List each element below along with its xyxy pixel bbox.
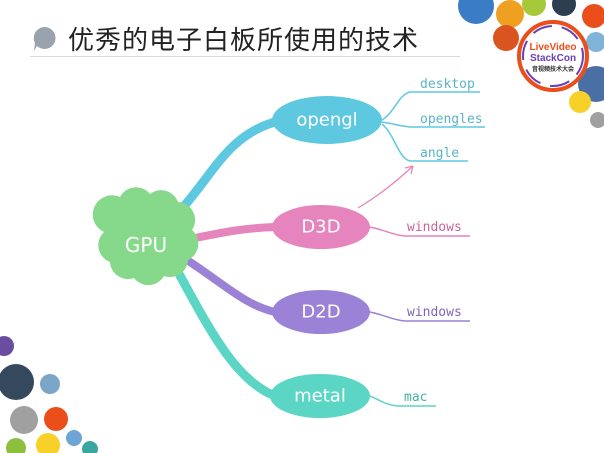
decor-circle [6,438,26,453]
branch-node-opengl: opengl [272,96,382,144]
connector-d2d [186,258,279,316]
logo-ring [517,20,589,92]
decor-circle [522,0,546,16]
leaf-connector [369,226,470,237]
connector-d3d [191,223,279,242]
branch-node-d3d: D3D [272,205,370,249]
root-cloud-shape [92,187,199,286]
decor-circle [40,374,60,394]
decor-circle [458,0,494,24]
decor-circle [66,430,82,446]
decor-circle [0,364,34,400]
decor-circle [44,407,68,431]
branch-label-metal: metal [294,386,346,407]
branch-node-metal: metal [270,374,370,418]
leaf-connector [369,395,436,407]
decor-circle [496,0,524,28]
leaf-connector [381,91,480,121]
leaf-connector [369,311,470,322]
leaf-windows-d2d: windows [407,305,462,320]
title-bullet-icon [33,26,56,51]
relation-arrow [357,165,414,209]
root-node: GPU [92,187,199,286]
branch-label-d2d: D2D [301,302,340,323]
page-title: 优秀的电子白板所使用的技术 [68,26,420,56]
leaf-connector [381,123,468,162]
decor-circle [0,336,14,356]
title-divider [30,56,460,57]
leaf-desktop: desktop [420,77,475,92]
decor-circle [10,406,38,434]
leaf-connector [381,121,485,128]
root-label: GPU [125,233,167,257]
branch-label-opengl: opengl [296,110,357,131]
decor-circle [493,25,519,51]
decor-circle [569,91,591,113]
decor-circle [36,433,60,453]
arrowhead-icon [404,165,414,175]
leaf-windows-d3d: windows [407,220,462,235]
leaf-mac: mac [404,390,427,405]
decor-circle [582,4,604,28]
leaf-opengles: opengles [420,112,483,127]
decor-circle [590,112,604,128]
connector-metal [173,267,280,401]
logo-ring-inner [522,25,584,87]
leaf-angle: angle [420,146,459,161]
decor-circle [586,32,604,52]
branch-node-d2d: D2D [272,290,370,334]
branch-label-d3d: D3D [301,217,340,238]
connector-opengl [180,117,280,210]
decor-circle [82,441,98,453]
decor-circle [552,0,576,16]
